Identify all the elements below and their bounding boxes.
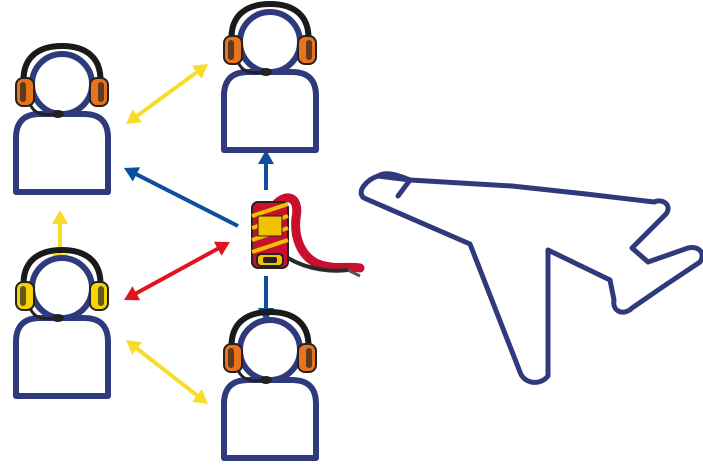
radio-device-icon: [252, 198, 360, 276]
arrowhead: [52, 210, 68, 224]
link-radio-device-operator-bottom-left: [135, 248, 220, 294]
link-radio-device-operator-top-left: [135, 173, 238, 226]
arrowhead: [192, 64, 208, 79]
link-operator-top-left-operator-top-center: [136, 71, 199, 117]
operator-bottom-center: [224, 312, 316, 458]
person-icon: [224, 12, 316, 150]
operator-bottom-left: [16, 250, 108, 396]
arrowhead: [126, 109, 142, 124]
link-operator-bottom-left-operator-bottom-center: [135, 347, 198, 396]
person-icon: [16, 258, 108, 396]
person-icon: [224, 320, 316, 458]
operator-top-left: [16, 46, 108, 192]
operator-top-center: [224, 4, 316, 150]
person-icon: [16, 54, 108, 192]
airplane-icon: [361, 174, 702, 383]
